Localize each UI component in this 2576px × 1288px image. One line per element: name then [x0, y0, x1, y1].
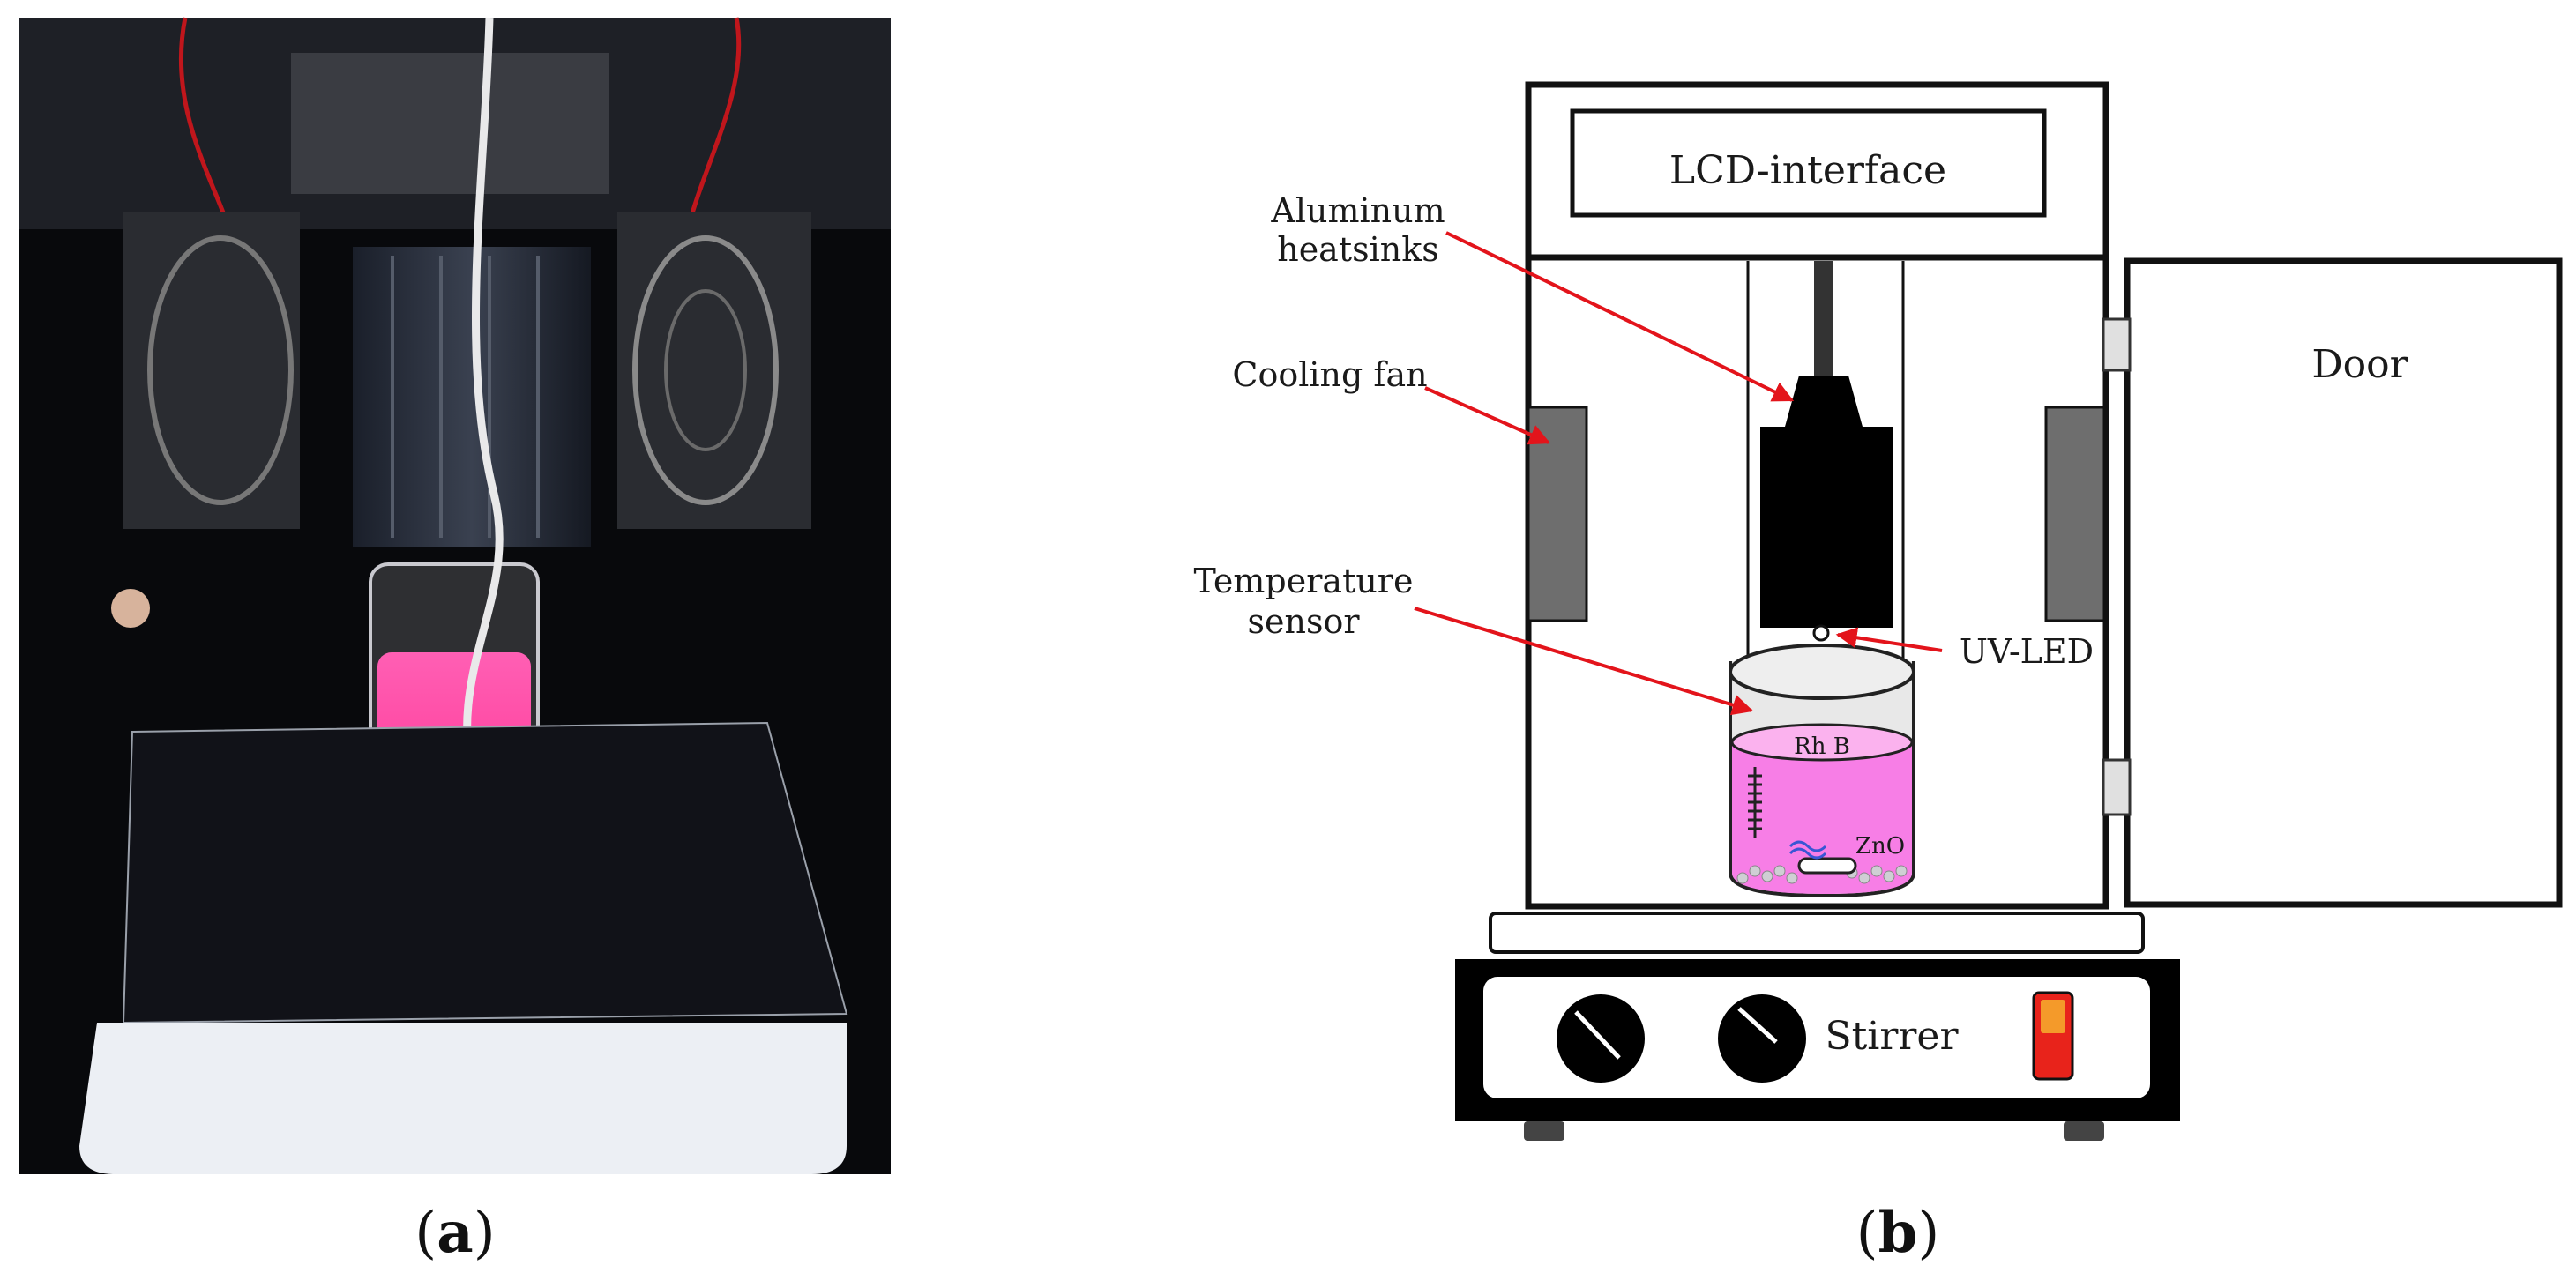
- photo-side-knob: [111, 589, 150, 628]
- uvled-label: UV-LED: [1960, 632, 2094, 671]
- photo-glass-floor: [122, 721, 848, 1024]
- sensor-label-line1: Temperature: [1194, 562, 1414, 600]
- hinge-top: [2102, 317, 2132, 372]
- hinge-bottom: [2102, 758, 2132, 816]
- knob-left-indicator: [1574, 1010, 1621, 1060]
- panel-a-photo: [19, 17, 891, 1174]
- zno-particles: [1736, 865, 1908, 884]
- uvled-arrow: [1835, 627, 1943, 652]
- lcd-interface-label: LCD-interface: [1669, 148, 1946, 193]
- beaker-rim: [1729, 644, 1915, 700]
- lcd-interface-box: [1570, 108, 2047, 218]
- solution-surface: [1730, 723, 1914, 762]
- photo-fan-right-grill-inner: [664, 289, 747, 451]
- stirrer-foot-left: [1524, 1121, 1564, 1141]
- photo-fan-right-grill: [632, 235, 779, 505]
- door-label: Door: [2311, 342, 2408, 387]
- photo-fan-right: [617, 212, 811, 529]
- door: [2124, 257, 2563, 908]
- uv-led: [1812, 624, 1830, 642]
- temperature-sensor-coil: [1748, 767, 1762, 838]
- photo-mount-plate: [291, 53, 609, 194]
- panel-a-caption: (a): [414, 1200, 495, 1266]
- stirrer-foot-right: [2064, 1121, 2104, 1141]
- power-switch-rocker: [2041, 1000, 2065, 1033]
- rhb-solution: [1732, 742, 1912, 894]
- panel-b-caption: (b): [1856, 1200, 1940, 1266]
- photo-red-wire-right: [685, 17, 742, 230]
- heatsink-label-line2: heatsinks: [1277, 230, 1439, 269]
- panel-a-caption-letter: a: [437, 1200, 473, 1266]
- photo-fan-left: [123, 212, 300, 529]
- stirrer-top-plate: [1489, 912, 2145, 954]
- panel-b-caption-letter: b: [1878, 1200, 1918, 1266]
- aluminum-heatsink: [1760, 427, 1893, 628]
- photo-fan-left-grill: [147, 235, 294, 505]
- rhb-label: Rh B: [1794, 733, 1850, 760]
- sensor-arrow: [1414, 607, 1754, 716]
- stirrer-knob-right: [1718, 994, 1806, 1083]
- panel-b-schematic: LCD-interface Rh B: [1194, 81, 2563, 1141]
- cooling-fan-arrow: [1424, 386, 1551, 445]
- photo-probe-cable: [463, 17, 504, 795]
- cooling-fan-right: [2044, 406, 2106, 622]
- photo-red-wire-left: [178, 17, 232, 230]
- heatsink-arrow: [1445, 231, 1795, 402]
- lamp-rod: [1814, 261, 1833, 376]
- knob-right-indicator: [1737, 1007, 1778, 1044]
- heatsink-top: [1785, 376, 1863, 427]
- photo-stirrer-base: [79, 1023, 847, 1174]
- zno-label: ZnO: [1855, 833, 1905, 860]
- stir-bar: [1797, 857, 1857, 875]
- stirrer-label: Stirrer: [1825, 1014, 1959, 1059]
- heatsink-label-line1: Aluminum: [1270, 191, 1445, 230]
- stirrer-panel: [1483, 977, 2150, 1098]
- photo-heatsink: [353, 247, 591, 547]
- zno-symbol: [1788, 840, 1827, 860]
- cooling-fan-label: Cooling fan: [1232, 355, 1427, 394]
- sensor-label-line2: sensor: [1247, 602, 1360, 641]
